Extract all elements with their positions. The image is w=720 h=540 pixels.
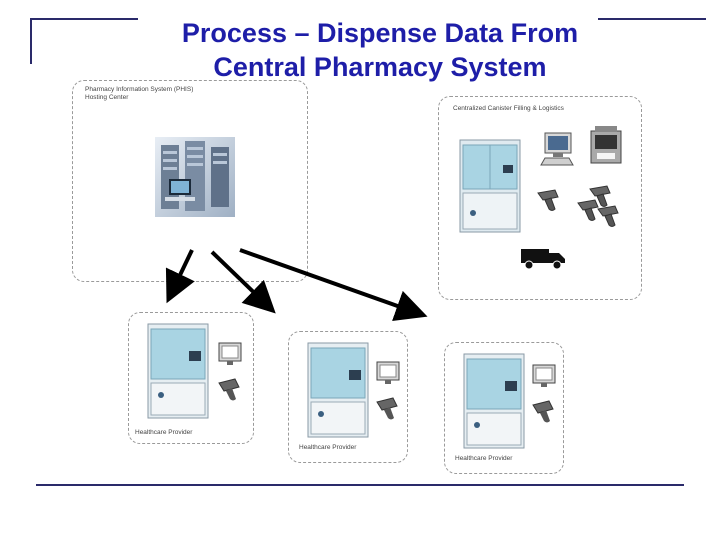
- central-filling-box: Centralized Canister Filling & Logistics: [438, 96, 642, 300]
- label-printer-icon: [590, 126, 622, 164]
- healthcare-provider-box-1: Healthcare Provider: [128, 312, 254, 444]
- healthcare-provider-label-3: Healthcare Provider: [455, 455, 513, 462]
- bottom-rule: [36, 484, 684, 486]
- arrow-to-provider-2: [210, 250, 276, 314]
- healthcare-provider-box-3: Healthcare Provider: [444, 342, 564, 474]
- dispensing-cabinet-icon: [459, 139, 521, 233]
- workstation-icon: [532, 364, 556, 423]
- healthcare-provider-label-1: Healthcare Provider: [135, 429, 193, 436]
- healthcare-provider-box-2: Healthcare Provider: [288, 331, 408, 463]
- slide-title: Process – Dispense Data From Central Pha…: [130, 16, 630, 84]
- title-line-1: Process – Dispense Data From: [181, 18, 579, 48]
- phis-label-line-1: Pharmacy Information System (PHIS): [85, 86, 194, 93]
- phis-label-line-2: Hosting Center: [85, 94, 129, 101]
- delivery-truck-icon: [521, 249, 565, 270]
- barcode-scanner-icon: [537, 189, 559, 211]
- arrow-to-provider-1: [165, 249, 195, 304]
- arrow-to-provider-3: [239, 248, 428, 322]
- barcode-scanner-icon: [589, 185, 611, 207]
- barcode-scanner-icon: [577, 199, 599, 221]
- phis-hosting-box: Pharmacy Information System (PHIS) Hosti…: [72, 80, 308, 282]
- workstation-icon: [376, 361, 400, 420]
- phis-label: Pharmacy Information System (PHIS) Hosti…: [85, 86, 193, 102]
- dispensing-cabinet-icon: [147, 323, 209, 419]
- dispensing-cabinet-icon: [463, 353, 525, 449]
- dispensing-cabinet-icon: [307, 342, 369, 438]
- workstation-icon: [218, 342, 242, 401]
- healthcare-provider-label-2: Healthcare Provider: [299, 444, 357, 451]
- top-left-horizontal-rule: [30, 18, 138, 20]
- central-label: Centralized Canister Filling & Logistics: [453, 105, 564, 112]
- computer-icon: [540, 132, 574, 166]
- title-line-2: Central Pharmacy System: [213, 52, 547, 82]
- top-left-vertical-rule: [30, 18, 32, 64]
- server-rack-icon: [155, 137, 235, 217]
- barcode-scanner-icon: [597, 205, 619, 227]
- top-right-horizontal-rule: [598, 18, 706, 20]
